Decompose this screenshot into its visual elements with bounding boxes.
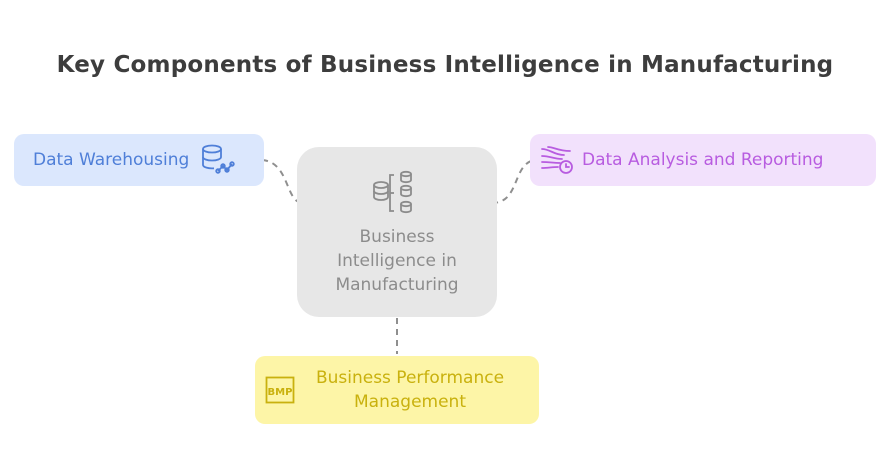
- diagram-title: Key Components of Business Intelligence …: [56, 52, 834, 78]
- node-data-warehousing: Data Warehousing: [14, 134, 264, 186]
- database-stack-icon: [373, 170, 412, 214]
- data-stream-timer-icon: [541, 146, 573, 174]
- center-label-line3: Manufacturing: [335, 275, 459, 295]
- center-label-line1: Business: [359, 227, 435, 247]
- center-label: Business Intelligence in Manufacturing: [302, 225, 492, 297]
- node-data-warehousing-label: Data Warehousing: [33, 150, 190, 170]
- node-bpm-line1: Business Performance: [315, 368, 505, 388]
- center-node: Business Intelligence in Manufacturing: [297, 147, 497, 317]
- database-network-icon: [202, 144, 236, 174]
- connector-right: [491, 159, 535, 204]
- bmp-file-icon: BMP: [265, 376, 295, 404]
- node-data-analysis-reporting-label: Data Analysis and Reporting: [582, 150, 824, 170]
- node-business-performance-management: BMP Business Performance Management: [255, 356, 539, 424]
- node-business-performance-management-label: Business Performance Management: [305, 366, 515, 414]
- node-data-analysis-reporting: Data Analysis and Reporting: [530, 134, 876, 186]
- svg-text:BMP: BMP: [268, 387, 293, 398]
- node-bpm-line2: Management: [354, 392, 466, 412]
- center-label-line2: Intelligence in: [337, 251, 457, 271]
